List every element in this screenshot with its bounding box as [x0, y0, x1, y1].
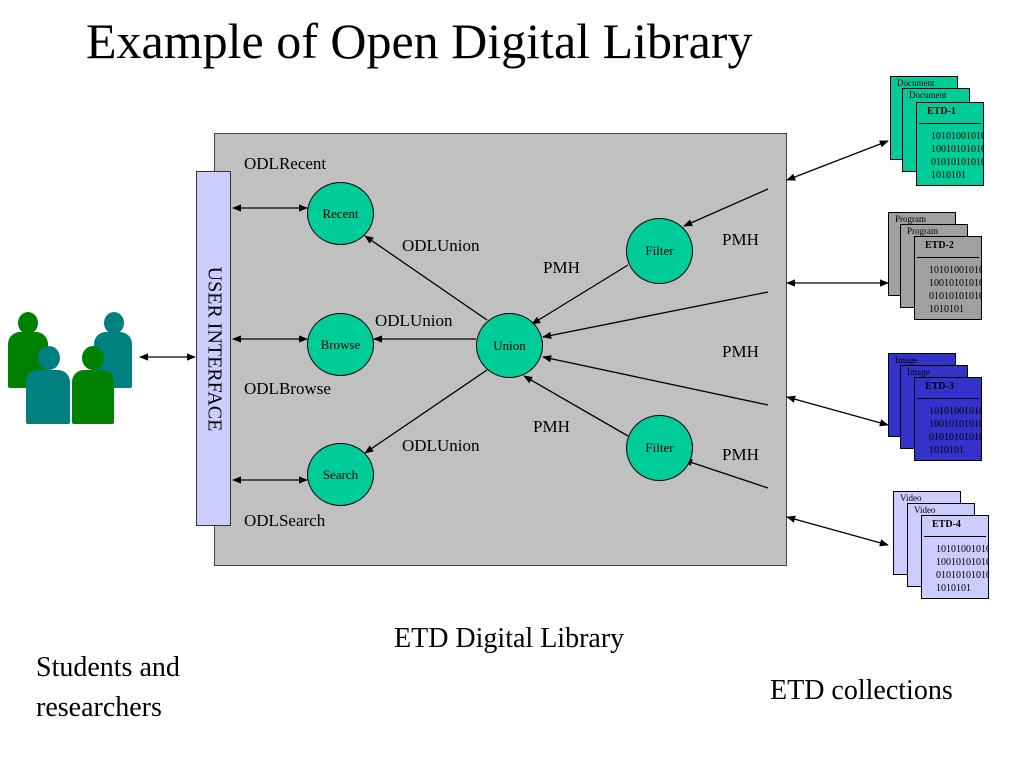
arrow-panel-etd1 — [786, 140, 889, 181]
pmh-bottom-right-label: PMH — [722, 445, 759, 464]
pmh-filter-bottom-label: PMH — [533, 417, 570, 436]
arrow-panel-etd3 — [786, 395, 889, 427]
arrow-filter-bottom-union — [523, 375, 629, 437]
pmh-filter-top-label: PMH — [543, 258, 580, 277]
arrow-union-search — [364, 369, 488, 454]
collection-title: ETD-2 — [917, 237, 979, 258]
odl-union-mid-label: ODLUnion — [375, 311, 453, 330]
odl-recent-label: ODLRecent — [244, 154, 327, 173]
odl-search-label: ODLSearch — [244, 511, 326, 530]
search-node[interactable]: Search — [307, 443, 374, 506]
browse-node[interactable]: Browse — [307, 313, 374, 376]
etd-digital-library-caption: ETD Digital Library — [394, 623, 625, 654]
arrow-source4-filter — [683, 459, 769, 489]
odl-union-bottom-label: ODLUnion — [402, 436, 480, 455]
etd-collections-caption: ETD collections — [770, 675, 953, 706]
recent-node[interactable]: Recent — [307, 182, 374, 245]
slide-title: Example of Open Digital Library — [86, 13, 753, 69]
arrow-panel-etd4 — [786, 515, 889, 547]
pmh-top-right-label: PMH — [722, 230, 759, 249]
arrow-filter-top-union — [531, 264, 629, 325]
filter-bottom-node[interactable]: Filter — [626, 415, 693, 481]
students-caption: Students and researchers — [36, 652, 180, 723]
union-node[interactable]: Union — [476, 313, 543, 378]
user-interface-bar[interactable]: USER INTERFACE — [196, 171, 231, 526]
filter-top-node[interactable]: Filter — [626, 218, 693, 284]
arrow-source2-union — [542, 291, 769, 339]
arrow-union-recent — [364, 235, 488, 321]
collection-title: ETD-4 — [924, 516, 986, 537]
arrow-source1-filter — [683, 188, 769, 227]
collection-title: ETD-1 — [919, 103, 981, 124]
odl-browse-label: ODLBrowse — [244, 379, 331, 398]
arrow-source3-union — [542, 355, 769, 406]
collection-title: ETD-3 — [917, 378, 979, 399]
odl-union-top-label: ODLUnion — [402, 236, 480, 255]
pmh-middle-right-label: PMH — [722, 342, 759, 361]
